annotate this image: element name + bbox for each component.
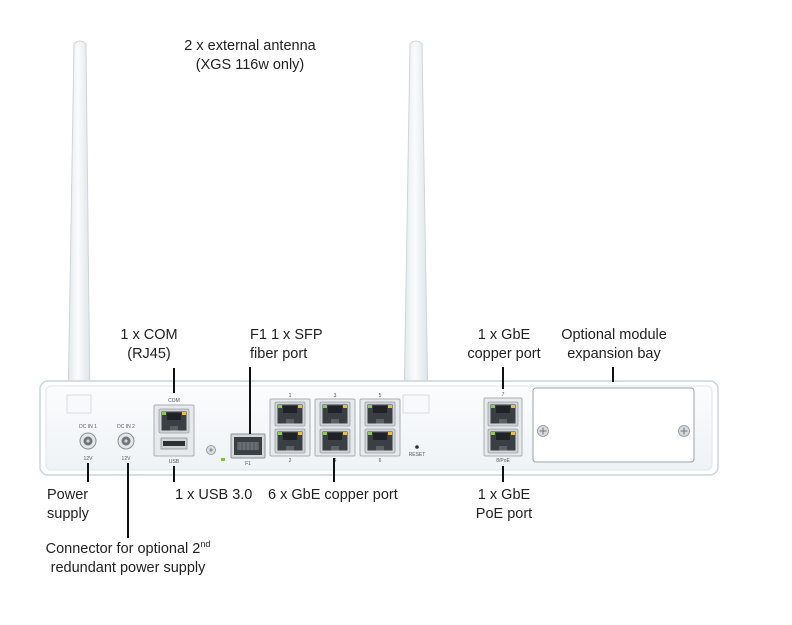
gbe-poe-block xyxy=(483,397,523,457)
volt-2-print: 12V xyxy=(122,456,132,462)
volt-1-print: 12V xyxy=(84,456,94,462)
antenna-base-right xyxy=(402,394,430,414)
dc-in-1-print: DC IN 1 xyxy=(79,424,97,430)
redundant-label: Connector for optional 2nd redundant pow… xyxy=(38,540,218,578)
dc-in-1-connector xyxy=(79,432,97,450)
dc-in-2-print: DC IN 2 xyxy=(117,424,135,430)
usb-label: 1 x USB 3.0 xyxy=(175,487,253,503)
port-4-print: 4 xyxy=(334,458,337,464)
poe-label-line2: PoE port xyxy=(475,506,533,522)
com-label-line1: 1 x COM xyxy=(120,327,178,343)
gbe-copper-label-line1: 1 x GbE xyxy=(477,327,531,343)
redundant-label-line1: Connector for optional 2nd xyxy=(38,540,218,559)
antenna-base-left xyxy=(66,394,92,414)
antenna-label: 2 x external antenna (XGS 116w only) xyxy=(170,37,330,75)
port-poe-print: 8/PoE xyxy=(496,458,510,464)
com-usb-block xyxy=(153,404,195,457)
power-label: Power supply xyxy=(47,486,89,524)
com-label-line2: (RJ45) xyxy=(127,346,171,362)
status-led xyxy=(221,458,225,461)
f1-print: F1 xyxy=(245,461,251,467)
port-2-print: 2 xyxy=(289,458,292,464)
antenna-left xyxy=(67,40,91,415)
six-gbe-label: 6 x GbE copper port xyxy=(268,487,398,503)
port-1-print: 1 xyxy=(289,393,292,399)
usb-print: USB xyxy=(169,459,180,465)
module-label-line1: Optional module xyxy=(561,327,667,343)
com-label: 1 x COM (RJ45) xyxy=(114,326,184,364)
antenna-right xyxy=(403,40,429,415)
com-print: COM xyxy=(168,398,180,404)
power-label-line1: Power xyxy=(47,487,89,503)
antenna-label-line2: (XGS 116w only) xyxy=(195,57,305,73)
reset-print: RESET xyxy=(409,452,426,458)
power-label-line2: supply xyxy=(47,506,89,522)
module-label-line2: expansion bay xyxy=(567,346,661,362)
redundant-label-text: Connector for optional 2 xyxy=(45,541,201,557)
port-5-print: 5 xyxy=(379,393,382,399)
dc-in-2-connector xyxy=(117,432,135,450)
expansion-bay xyxy=(532,387,695,463)
redundant-label-sup: nd xyxy=(200,539,211,550)
module-label: Optional module expansion bay xyxy=(552,326,676,364)
poe-label: 1 x GbE PoE port xyxy=(466,486,542,524)
sfp-label-line2: fiber port xyxy=(250,346,308,362)
leader-lines xyxy=(87,367,614,538)
sfp-label-line1: F1 1 x SFP xyxy=(250,327,323,343)
redundant-label-line2: redundant power supply xyxy=(50,560,206,576)
gbe-copper-label: 1 x GbE copper port xyxy=(458,326,550,364)
sfp-label: F1 1 x SFP fiber port xyxy=(250,326,323,364)
port-7-print: 7 xyxy=(502,392,505,398)
port-6-print: 6 xyxy=(379,458,382,464)
gbe-port-block xyxy=(269,398,401,457)
reset-button xyxy=(415,445,419,449)
antenna-label-line1: 2 x external antenna xyxy=(184,38,316,54)
port-3-print: 3 xyxy=(334,393,337,399)
sfp-port xyxy=(230,433,266,459)
poe-label-line1: 1 x GbE xyxy=(477,487,531,503)
gbe-copper-label-line2: copper port xyxy=(467,346,541,362)
